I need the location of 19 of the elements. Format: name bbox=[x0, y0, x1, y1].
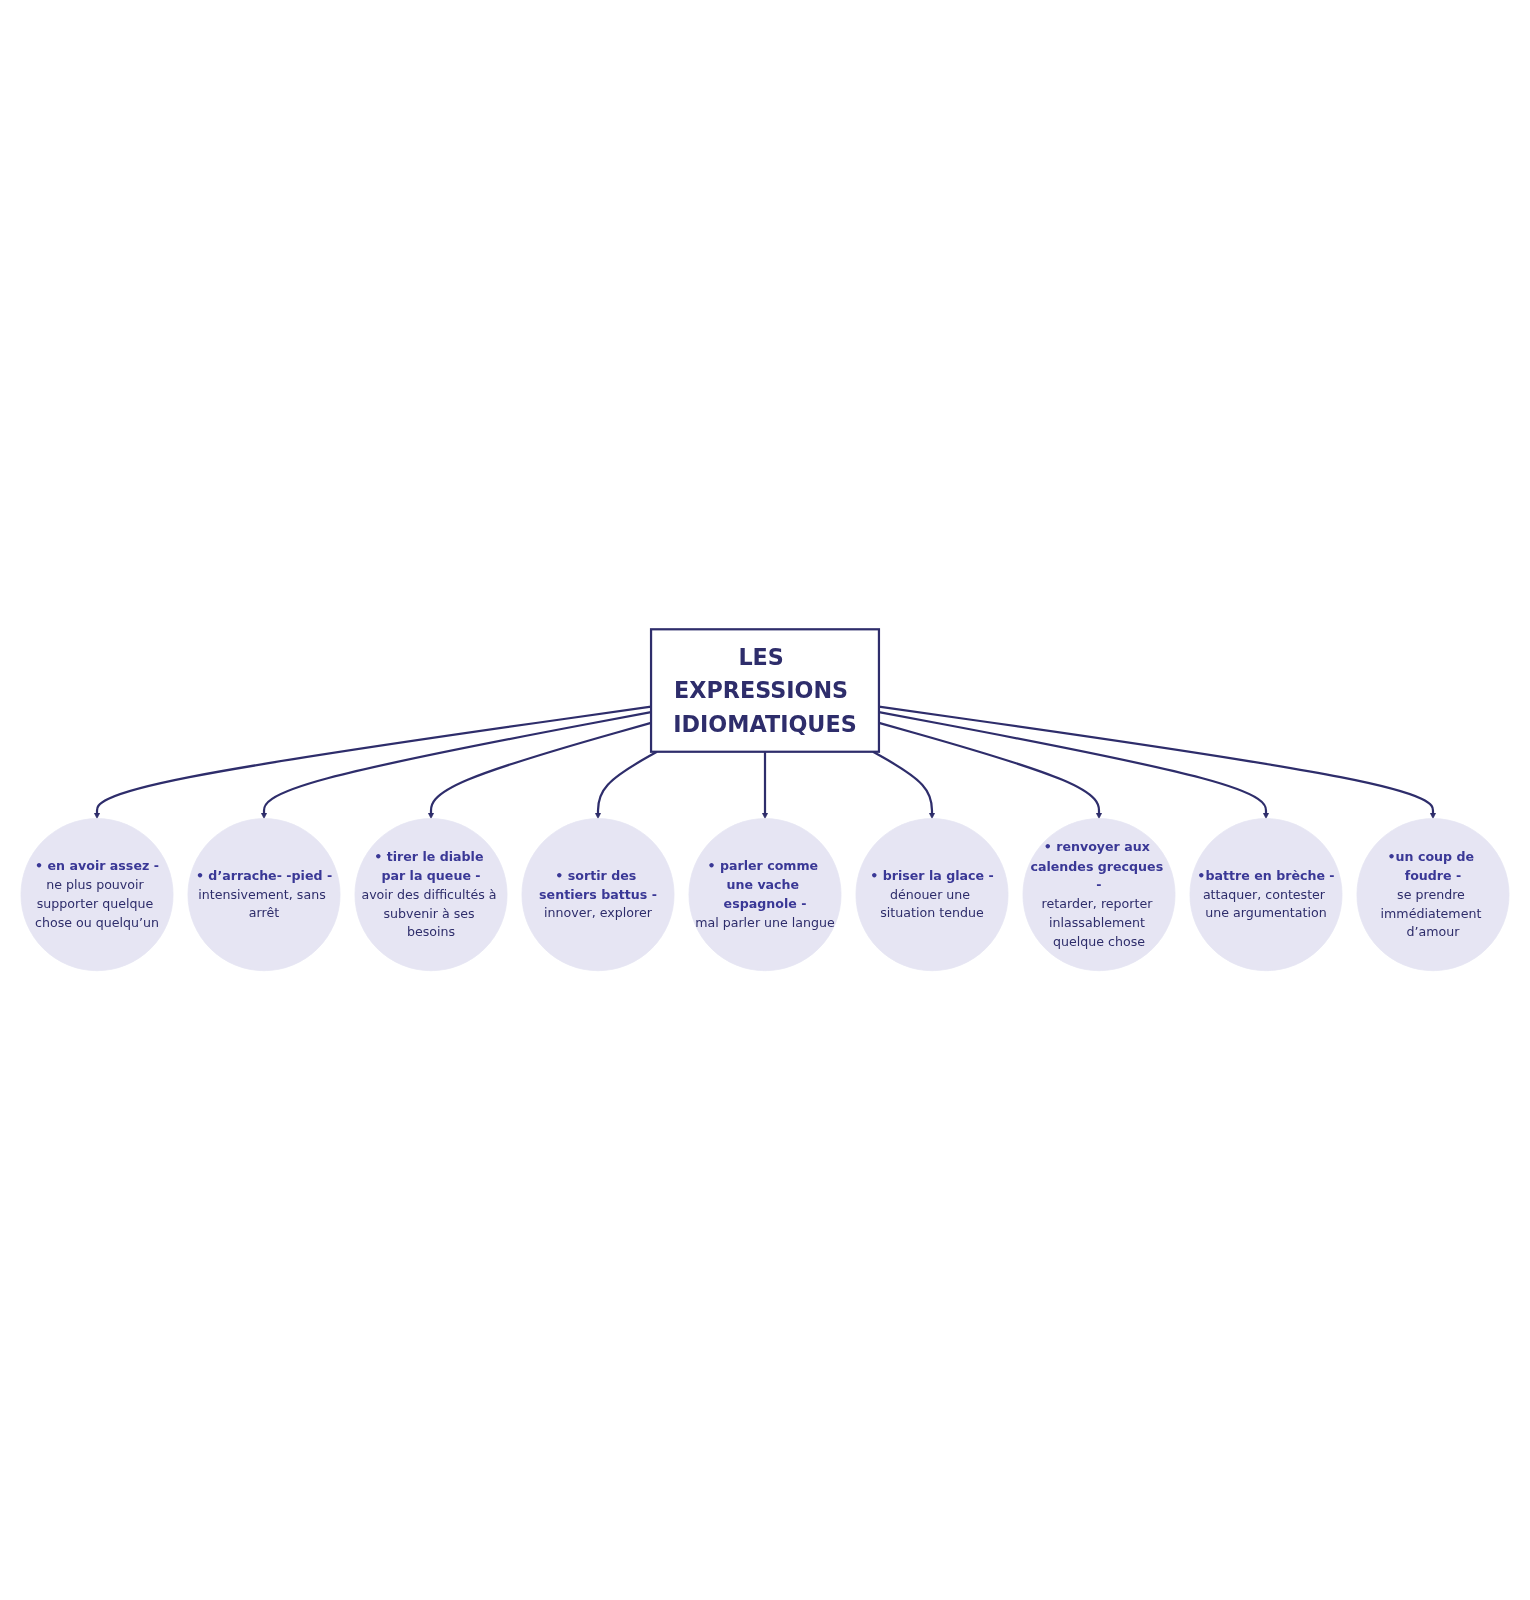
arrow bbox=[427, 721, 652, 819]
node-circle: • parler comme une vache espagnole - mal parler une langue bbox=[688, 818, 842, 972]
node-box: LES EXPRESSIONS IDIOMATIQUES bbox=[649, 628, 881, 753]
node-circle: • d’arrache- -pied - intensivement, sans arrêt bbox=[187, 818, 341, 972]
node-circle: • renvoyer aux calendes grecques - retarder, reporter inlassablement quelque chose bbox=[1022, 818, 1176, 972]
arrow bbox=[878, 721, 1103, 819]
node-circle: •un coup de foudre - se prendre immédiatement d’amour bbox=[1356, 818, 1510, 972]
arrow bbox=[761, 751, 769, 819]
node-circle: • tirer le diable par la queue - avoir des difficultés à subvenir à ses besoins bbox=[354, 818, 508, 972]
node-circle: • sortir des sentiers battus - innover, explorer bbox=[521, 818, 675, 972]
arrow bbox=[878, 710, 1270, 819]
node-circle: •battre en brèche - attaquer, contester une argumentation bbox=[1189, 818, 1343, 972]
arrow bbox=[260, 710, 652, 819]
node-circle: • en avoir assez - ne plus pouvoir supporter quelque chose ou quelqu’un bbox=[20, 818, 174, 972]
arrow bbox=[872, 750, 936, 819]
node-circle: • briser la glace - dénouer une situation tendue bbox=[855, 818, 1009, 972]
arrow bbox=[594, 750, 658, 819]
arrow bbox=[878, 705, 1437, 819]
arrow bbox=[93, 705, 652, 819]
